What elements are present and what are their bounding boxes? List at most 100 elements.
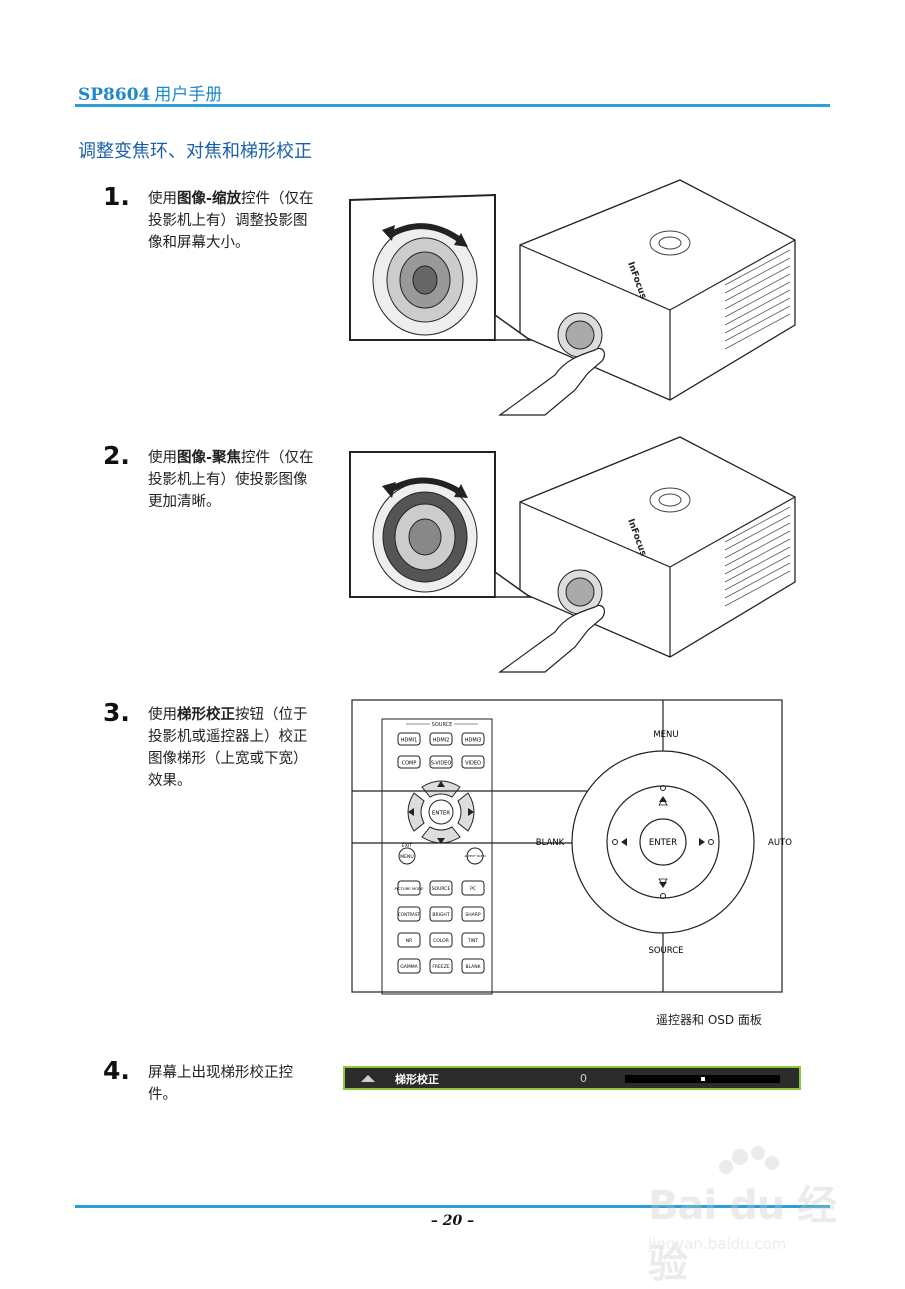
arrow-down-icon [437,838,445,844]
focus-ring-callout [349,451,533,598]
bright-button[interactable] [429,906,453,922]
picture-mode-button[interactable] [397,880,421,896]
source-button[interactable] [429,880,453,896]
focus-ring-illustration: InFocus [349,436,796,673]
step-2-control-name: 图像-聚焦 [177,450,242,466]
rotate-arrow-right-icon [454,484,468,498]
step-1-text: 使用图像-缩放控件（仅在投影机上有）调整投影图像和屏幕大小。 [148,191,314,251]
hand-icon [498,604,606,673]
svg-text:CONTRAST: CONTRAST [398,912,420,917]
right-button[interactable] [457,792,475,832]
svg-text:SHARP: SHARP [465,912,480,918]
keystone-label: 梯形校正 [395,1073,439,1086]
keystone-slider[interactable] [625,1075,780,1083]
svg-text:COMP: COMP [402,761,417,767]
figure-caption: 遥控器和 OSD 面板 [656,1013,762,1027]
pc-button[interactable] [461,880,485,896]
svg-text:FREEZE: FREEZE [432,964,449,970]
freeze-button[interactable] [429,958,453,974]
keystone-slider-thumb[interactable] [700,1077,705,1081]
hdmi1-button[interactable] [397,732,421,746]
osd-enter-button[interactable] [639,818,687,866]
header-rule [75,104,830,107]
projector-body: InFocus [519,179,796,401]
svg-text:S-VIDEO: S-VIDEO [431,761,452,767]
remote-and-osd-panel-illustration: SOURCE HDMI1 HDMI2 HDMI3 COMP S-VIDEO VI… [351,699,793,995]
color-button[interactable] [429,932,453,948]
osd-blank-label: BLANK [536,838,565,848]
keystone-osd-bar: 梯形校正 0 [343,1066,801,1090]
svg-text:NR: NR [406,938,413,944]
contrast-button[interactable] [397,906,421,922]
step-1-control-name: 图像-缩放 [177,191,242,207]
step-3-text: 使用梯形校正按钮（位于投影机或遥控器上）校正图像梯形（上宽或下宽）效果。 [148,707,308,789]
comp-button[interactable] [397,755,421,769]
svg-text:PICTURE MODE: PICTURE MODE [395,886,425,891]
zoom-ring-callout [349,193,533,341]
tint-button[interactable] [461,932,485,948]
step-1-number: 1. [103,182,130,211]
keystone-down-button[interactable] [421,826,461,844]
sharp-button[interactable] [461,906,485,922]
hdmi2-button[interactable] [429,732,453,746]
svg-text:ASPECT RATIO: ASPECT RATIO [464,854,486,858]
zoom-ring-illustration: InFocus [349,179,796,416]
osd-left-arrow-icon [621,838,627,846]
remote-dpad: ENTER [407,780,475,844]
baidu-watermark: Bai du 经验 jingyan.baidu.com [640,1145,850,1287]
rotate-arrow-left-icon [382,225,395,241]
hdmi3-button[interactable] [461,732,485,746]
svg-text:SOURCE: SOURCE [432,886,451,892]
remote-row-1: HDMI1 HDMI2 HDMI3 [397,732,485,746]
keystone-up-button[interactable] [421,780,461,798]
s-video-button[interactable] [429,755,453,769]
remote-row-2: COMP S-VIDEO VIDEO [397,755,485,769]
step-4-text: 屏幕上出现梯形校正控件。 [148,1065,293,1103]
arrow-right-icon [468,808,474,816]
osd-keypad: ENTER MENU BLANK AUTO SOURCE [536,730,793,956]
left-button[interactable] [407,792,425,832]
blank-button[interactable] [461,958,485,974]
svg-text:ENTER: ENTER [649,838,677,848]
footer-rule [75,1205,830,1208]
osd-auto-label: AUTO [768,838,792,848]
keystone-value: 0 [580,1072,587,1085]
remote-control: SOURCE HDMI1 HDMI2 HDMI3 COMP S-VIDEO VI… [381,718,493,995]
hand-icon [498,347,606,416]
baidu-paw-icon [719,1146,779,1174]
step-2-text: 使用图像-聚焦控件（仅在投影机上有）使投影图像更加清晰。 [148,450,314,510]
rotate-arrow-left-icon [382,482,396,498]
page-number: – 20 – [430,1213,475,1229]
svg-text:HDMI3: HDMI3 [465,738,482,744]
step-2-number: 2. [103,441,130,470]
svg-text:PC: PC [470,886,476,892]
svg-text:GAMMA: GAMMA [400,964,418,970]
gamma-button[interactable] [397,958,421,974]
osd-right-arrow-icon [699,838,705,846]
svg-text:HDMI1: HDMI1 [401,738,418,744]
svg-text:HDMI2: HDMI2 [433,738,450,744]
watermark-url: jingyan.baidu.com [648,1235,787,1253]
model-name: SP8604 [78,85,151,105]
remote-source-group-label: SOURCE [432,722,453,728]
svg-text:COLOR: COLOR [433,938,449,944]
step-3-control-name: 梯形校正 [177,707,235,723]
osd-source-label: SOURCE [648,946,683,956]
svg-text:MENU: MENU [400,854,413,860]
arrow-left-icon [408,808,414,816]
svg-text:ENTER: ENTER [432,811,450,817]
arrow-up-icon [437,781,445,787]
watermark-text: Bai du 经验 [648,1183,837,1287]
header-title: 用户手册 [154,85,223,105]
remote-exit-label: EXIT [402,843,412,849]
video-button[interactable] [461,755,485,769]
menu-button[interactable] [398,847,416,865]
nr-button[interactable] [397,932,421,948]
svg-text:BRIGHT: BRIGHT [432,912,449,918]
enter-button[interactable] [428,799,454,825]
aspect-ratio-button[interactable] [466,847,484,865]
svg-text:BLANK: BLANK [465,964,481,970]
section-title: 调整变焦环、对焦和梯形校正 [78,141,312,162]
remote-function-grid: PICTURE MODE SOURCE PC CONTRAST BRIGHT S… [395,880,485,974]
